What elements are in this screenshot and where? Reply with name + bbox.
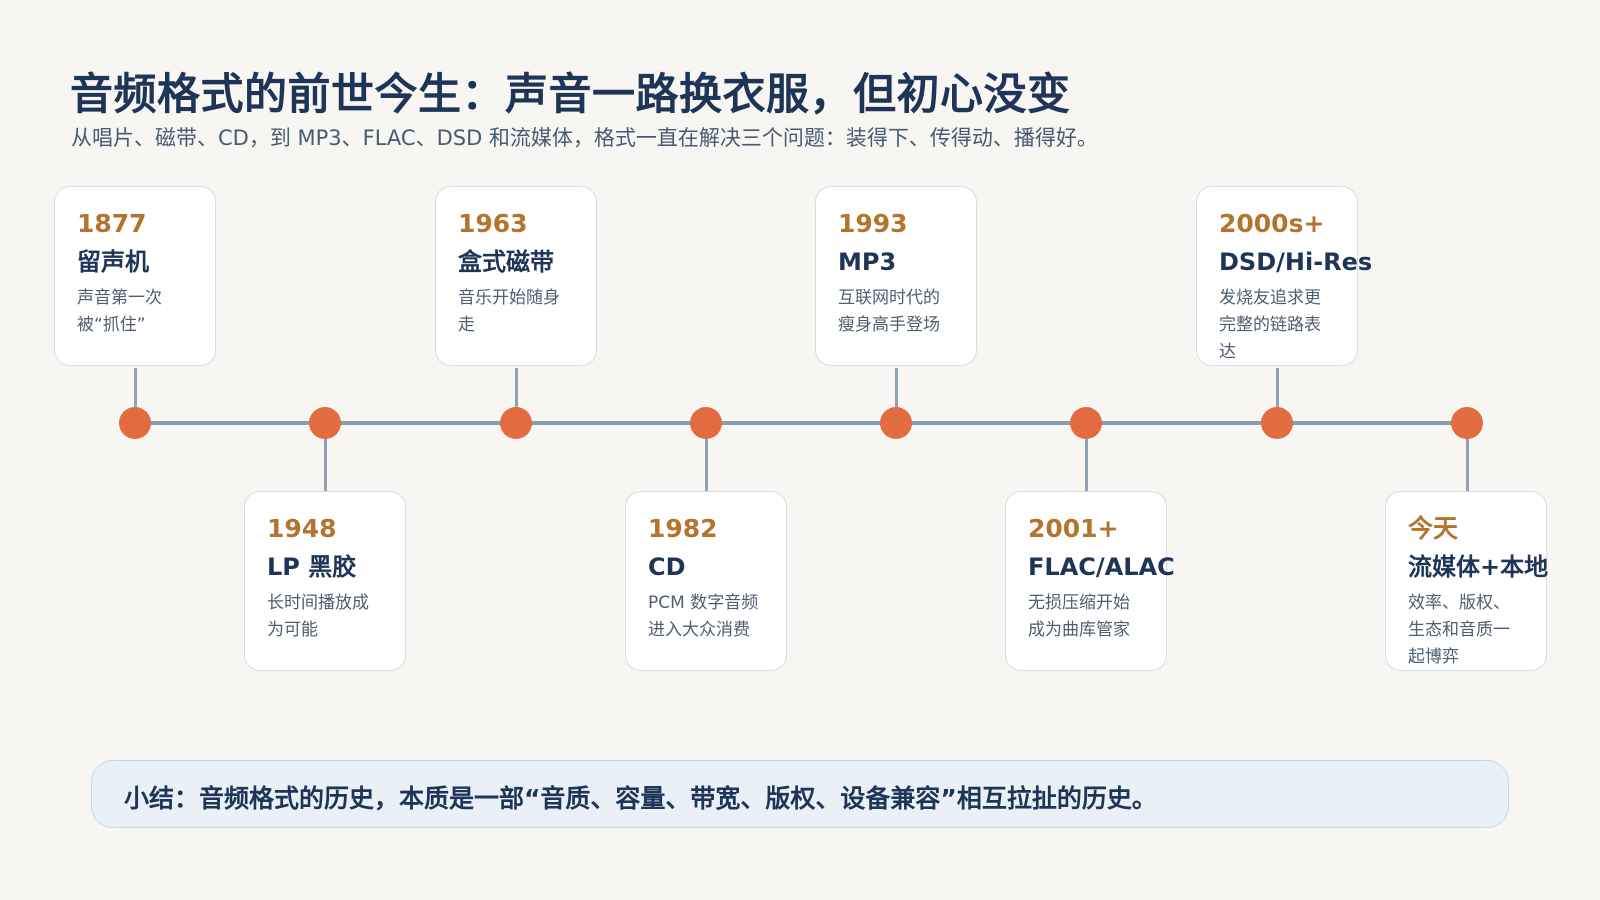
milestone-name: FLAC/ALAC: [1028, 553, 1175, 581]
timeline-dot: [690, 407, 722, 439]
summary-text: 小结：音频格式的历史，本质是一部“音质、容量、带宽、版权、设备兼容”相互拉扯的历…: [124, 784, 1157, 813]
milestone-year: 1963: [458, 209, 528, 238]
page-title: 音频格式的前世今生：声音一路换衣服，但初心没变: [70, 70, 1071, 120]
timeline-stem: [324, 423, 327, 491]
milestone-year: 1877: [77, 209, 147, 238]
timeline-stem: [895, 368, 898, 423]
milestone-desc: 长时间播放成为可能: [267, 593, 369, 640]
milestone-card: 2001+ FLAC/ALAC 无损压缩开始成为曲库管家: [1005, 491, 1175, 671]
milestone-card: 2000s+ DSD/Hi-Res 发烧友追求更完整的链路表达: [1196, 186, 1373, 366]
summary-box: 小结：音频格式的历史，本质是一部“音质、容量、带宽、版权、设备兼容”相互拉扯的历…: [91, 760, 1509, 828]
milestone-name: 留声机: [77, 248, 149, 276]
milestone-card: 1963 盒式磁带 音乐开始随身走: [435, 186, 597, 366]
timeline-dot: [500, 407, 532, 439]
milestone-desc: 发烧友追求更完整的链路表达: [1219, 288, 1321, 362]
timeline-stem: [515, 368, 518, 423]
timeline-dot: [1451, 407, 1483, 439]
timeline-dot: [309, 407, 341, 439]
milestone-desc: 无损压缩开始成为曲库管家: [1028, 593, 1130, 640]
timeline-stem: [705, 423, 708, 491]
page-subtitle: 从唱片、磁带、CD，到 MP3、FLAC、DSD 和流媒体，格式一直在解决三个问…: [71, 126, 1098, 150]
milestone-name: MP3: [838, 248, 897, 276]
milestone-desc: PCM 数字音频进入大众消费: [648, 593, 759, 640]
milestone-name: DSD/Hi-Res: [1219, 248, 1373, 276]
timeline-stem: [1276, 368, 1279, 423]
milestone-desc: 互联网时代的瘦身高手登场: [838, 288, 940, 335]
milestone-card: 今天 流媒体+本地 效率、版权、生态和音质一起博弈: [1385, 491, 1549, 671]
timeline-stem: [1085, 423, 1088, 491]
milestone-name: CD: [648, 553, 686, 581]
milestone-desc: 效率、版权、生态和音质一起博弈: [1408, 593, 1510, 667]
milestone-year: 2001+: [1028, 514, 1119, 543]
milestone-card: 1982 CD PCM 数字音频进入大众消费: [625, 491, 787, 671]
milestone-name: 盒式磁带: [458, 248, 554, 276]
milestone-year: 1993: [838, 209, 908, 238]
timeline-dot: [1261, 407, 1293, 439]
milestone-year: 2000s+: [1219, 209, 1325, 238]
milestone-year: 1982: [648, 514, 718, 543]
milestone-name: LP 黑胶: [267, 553, 357, 581]
milestone-name: 流媒体+本地: [1408, 553, 1549, 581]
timeline-dot: [119, 407, 151, 439]
timeline-dot: [880, 407, 912, 439]
milestone-card: 1877 留声机 声音第一次被“抓住”: [54, 186, 216, 366]
timeline-axis: [133, 421, 1465, 425]
timeline-stem: [134, 368, 137, 423]
timeline-dot: [1070, 407, 1102, 439]
milestone-desc: 声音第一次被“抓住”: [77, 288, 162, 335]
milestone-year: 今天: [1408, 514, 1459, 543]
milestone-card: 1993 MP3 互联网时代的瘦身高手登场: [815, 186, 977, 366]
timeline-stem: [1466, 423, 1469, 491]
milestone-year: 1948: [267, 514, 337, 543]
milestone-desc: 音乐开始随身走: [458, 288, 560, 335]
milestone-card: 1948 LP 黑胶 长时间播放成为可能: [244, 491, 406, 671]
